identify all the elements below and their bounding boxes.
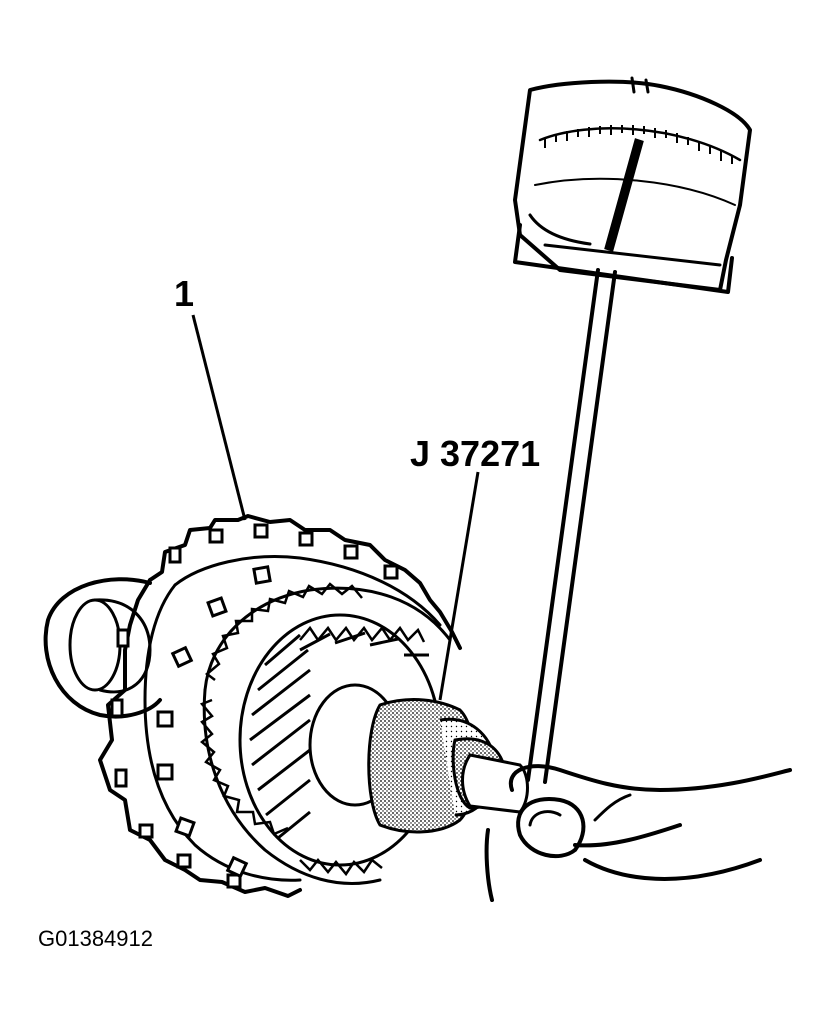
callout-leaders (191, 314, 480, 701)
leader-line-part (191, 314, 247, 521)
ring-gear (199, 582, 452, 885)
callout-part-number: 1 (174, 273, 194, 314)
callout-tool-number: J 37271 (410, 433, 540, 474)
clutch-drum (98, 514, 462, 898)
dial-torque-wrench (513, 76, 752, 784)
hand (484, 764, 792, 902)
gear-assembly (43, 514, 529, 898)
leader-line-tool (438, 471, 480, 701)
output-shaft (308, 683, 529, 834)
left-hub (43, 577, 162, 719)
figure-id: G01384912 (38, 926, 153, 951)
